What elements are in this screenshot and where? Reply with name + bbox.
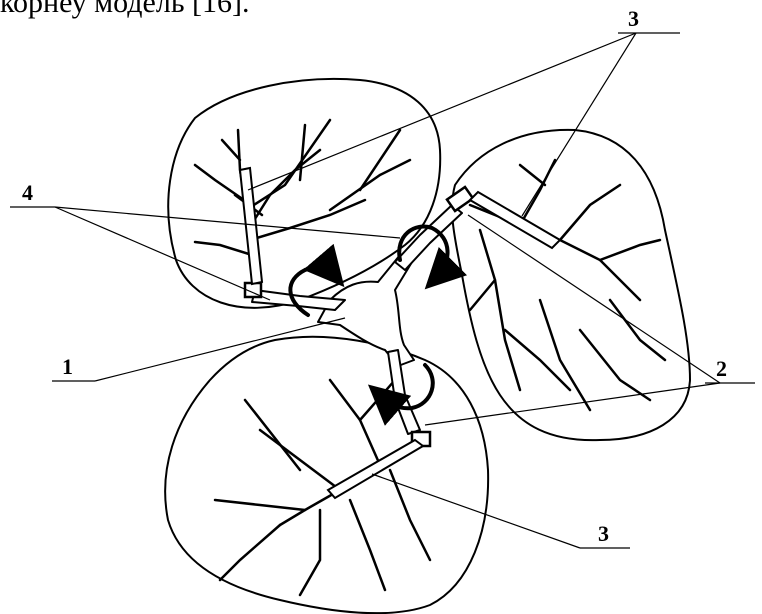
- leader-3-top-a: [248, 33, 636, 190]
- leader-4-a: [55, 207, 400, 238]
- label-3-top: 3: [628, 6, 639, 32]
- leader-3-bottom: [372, 474, 580, 548]
- leaf-outline-right: [452, 130, 690, 440]
- leader-2-a: [468, 215, 720, 383]
- label-4: 4: [22, 180, 33, 206]
- label-1: 1: [62, 354, 73, 380]
- leader-3-top-b: [522, 33, 636, 216]
- leader-1: [95, 318, 345, 381]
- leaf-outline-bottom: [165, 337, 488, 613]
- leader-4-b: [55, 207, 270, 300]
- leader-2-b: [425, 383, 720, 425]
- label-2: 2: [716, 356, 727, 382]
- label-3-bottom: 3: [598, 521, 609, 547]
